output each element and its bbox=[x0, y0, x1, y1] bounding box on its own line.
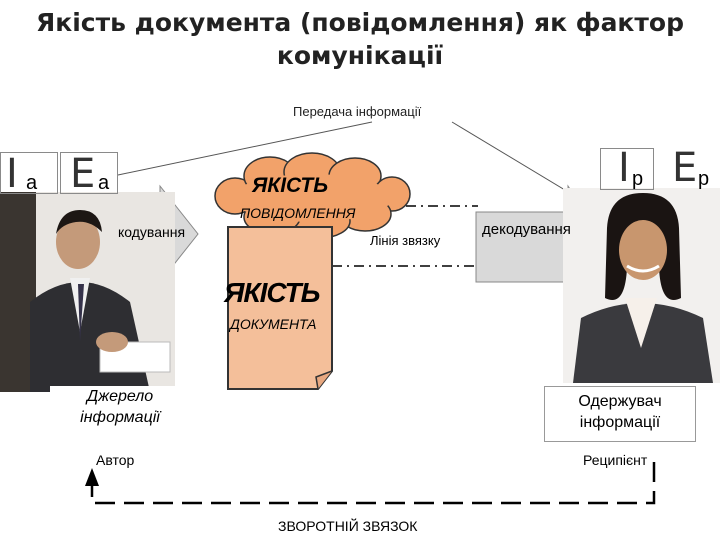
transfer-label: Передача інформації bbox=[293, 104, 422, 119]
sender-caption-line-2: інформації bbox=[80, 409, 160, 426]
sender-role: Автор bbox=[96, 452, 135, 468]
title-line-1: Якість документа (повідомлення) як факто… bbox=[36, 8, 684, 37]
sender-i-symbol: I bbox=[6, 151, 18, 197]
sender-ie-box: I a E a bbox=[0, 152, 118, 194]
receiver-caption-line-2: інформації bbox=[579, 414, 661, 431]
document-fold bbox=[315, 370, 333, 390]
receiver-i-subscript: р bbox=[632, 168, 644, 190]
feedback-loop bbox=[90, 462, 656, 505]
message-cloud-subtitle: ПОВІДОМЛЕННЯ bbox=[240, 205, 356, 221]
sender-e-symbol: E bbox=[70, 151, 96, 197]
receiver-photo bbox=[563, 188, 720, 383]
sender-caption-box: Джерело інформації bbox=[50, 386, 190, 436]
sender-photo bbox=[0, 192, 175, 392]
receiver-e-symbol: E bbox=[672, 145, 698, 191]
receiver-role: Реципієнт bbox=[583, 452, 648, 468]
sender-caption-line-1: Джерело bbox=[86, 388, 154, 405]
page-title: Якість документа (повідомлення) як факто… bbox=[0, 6, 720, 72]
document-subtitle: ДОКУМЕНТА bbox=[230, 316, 317, 332]
receiver-caption-line-1: Одержувач bbox=[578, 393, 662, 410]
decode-label: декодування bbox=[482, 221, 571, 238]
feedback-arrowhead bbox=[85, 468, 99, 486]
feedback-label: ЗВОРОТНІЙ ЗВЯЗОК bbox=[278, 518, 418, 534]
receiver-ie-box: I р E р bbox=[600, 148, 720, 190]
message-cloud-fill bbox=[232, 174, 392, 222]
encode-label: кодування bbox=[118, 224, 186, 240]
title-line-2: комунікації bbox=[276, 41, 444, 70]
receiver-e-subscript: р bbox=[698, 168, 710, 190]
sender-i-subscript: a bbox=[26, 172, 38, 194]
document-title: ЯКІСТЬ bbox=[224, 277, 320, 308]
receiver-caption-box: Одержувач інформації bbox=[544, 386, 696, 442]
message-cloud-title: ЯКІСТЬ bbox=[252, 174, 329, 197]
receiver-i-symbol: I bbox=[618, 145, 630, 191]
sender-e-subscript: a bbox=[98, 172, 110, 194]
channel-label: Лінія звязку bbox=[370, 233, 441, 248]
transfer-line-left bbox=[117, 121, 373, 176]
